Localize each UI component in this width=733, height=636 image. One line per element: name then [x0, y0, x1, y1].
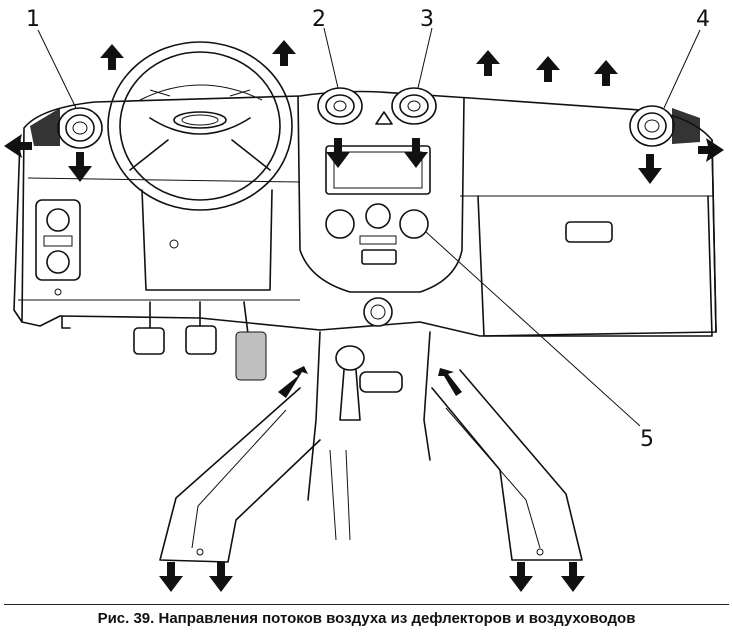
center-console — [297, 87, 465, 327]
callout-3: 3 — [420, 7, 434, 32]
arrow-down-icon — [638, 154, 662, 184]
callout-4: 4 — [696, 7, 710, 32]
arrow-up-icon — [594, 60, 618, 86]
figure-caption: Рис. 39. Направления потоков воздуха из … — [97, 610, 636, 627]
light-switch-panel — [35, 199, 81, 329]
arrow-down-icon — [326, 138, 350, 168]
arrow-up-icon — [272, 40, 296, 66]
caption-divider — [4, 604, 729, 605]
arrow-down-right-icon — [438, 368, 462, 396]
dashboard-airflow-diagram: 1 2 3 4 5 — [4, 7, 724, 592]
callout-leaders — [37, 27, 701, 427]
gear-shift-tunnel — [307, 331, 431, 541]
arrow-up-icon — [476, 50, 500, 76]
arrow-down-icon — [159, 562, 183, 592]
arrow-down-icon — [404, 138, 428, 168]
arrow-right-icon — [698, 138, 724, 162]
callout-2: 2 — [312, 7, 326, 32]
steering-wheel — [107, 41, 293, 291]
right-side-deflector — [629, 105, 700, 147]
left-side-deflector — [30, 107, 103, 149]
callout-5: 5 — [640, 427, 654, 452]
arrow-left-icon — [4, 134, 32, 158]
glovebox — [477, 195, 713, 337]
arrow-up-icon — [100, 44, 124, 70]
arrow-down-left-icon — [278, 366, 308, 398]
left-floor-duct — [159, 387, 321, 563]
arrow-up-icon — [536, 56, 560, 82]
arrow-down-icon — [68, 152, 92, 182]
arrow-down-icon — [509, 562, 533, 592]
pedals — [133, 301, 267, 381]
arrow-down-icon — [209, 562, 233, 592]
callout-1: 1 — [26, 7, 40, 32]
right-floor-duct — [431, 369, 583, 561]
dashboard-outline — [13, 90, 717, 337]
airflow-arrows — [4, 40, 724, 592]
arrow-down-icon — [561, 562, 585, 592]
